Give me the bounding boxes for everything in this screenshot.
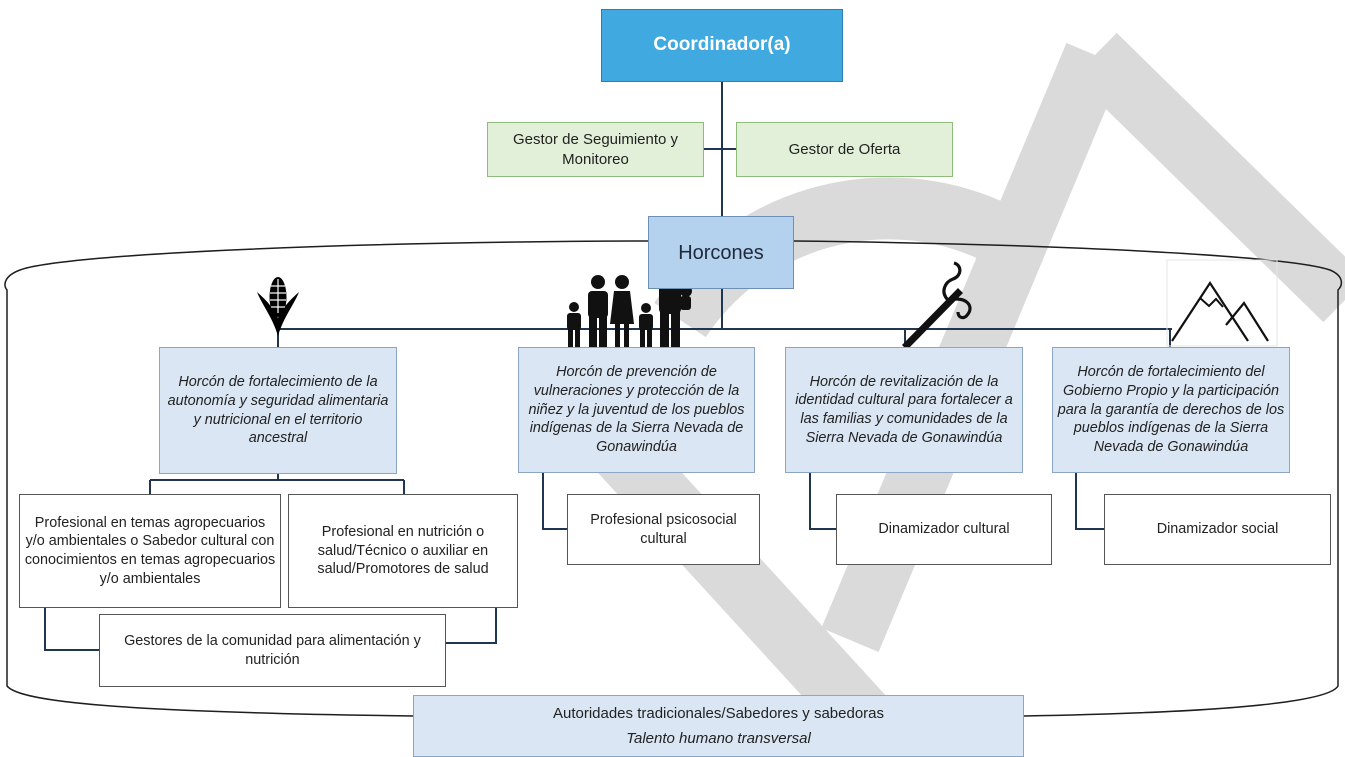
horcones-enclosure: [4, 240, 1343, 717]
role-label: Dinamizador cultural: [878, 521, 1010, 538]
horcones-box: Horcones: [648, 216, 794, 289]
transversal-title: Autoridades tradicionales/Sabedores y sa…: [552, 704, 885, 722]
role-label: Profesional psicosocial cultural: [590, 511, 737, 547]
role-dinamizador-cultural: Dinamizador cultural: [836, 494, 1052, 565]
role-label: Dinamizador social: [1156, 521, 1279, 538]
horcon-label: Horcón de fortalecimiento de la autonomí…: [167, 374, 389, 447]
horcon-gobierno-propio: Horcón de fortalecimiento del Gobierno P…: [1052, 347, 1290, 473]
horcones-label: Horcones: [678, 241, 764, 264]
coordinator-label: Coordinador(a): [653, 34, 791, 56]
transversal-box: Autoridades tradicionales/Sabedores y sa…: [413, 695, 1024, 757]
corn-icon: [257, 277, 299, 336]
horcon-label: Horcón de fortalecimiento del Gobierno P…: [1057, 364, 1285, 456]
needle-thread-icon: [902, 261, 972, 350]
gestor-oferta-label: Gestor de Oferta: [788, 140, 901, 158]
horcon-label: Horcón de revitalización de la identidad…: [795, 373, 1013, 446]
role-label: Profesional en temas agropecuarios y/o a…: [24, 514, 276, 587]
coordinator-box: Coordinador(a): [601, 9, 843, 82]
role-label: Gestores de la comunidad para alimentaci…: [124, 632, 421, 668]
transversal-subtitle: Talento humano transversal: [626, 730, 811, 747]
horcon-revitalizacion-identidad: Horcón de revitalización de la identidad…: [785, 347, 1023, 473]
gestor-seguimiento-label: Gestor de Seguimiento y Monitoreo: [512, 131, 679, 168]
gestor-oferta-box: Gestor de Oferta: [736, 122, 953, 177]
role-profesional-psicosocial: Profesional psicosocial cultural: [567, 494, 760, 565]
role-gestores-comunidad: Gestores de la comunidad para alimentaci…: [99, 614, 446, 687]
gestor-seguimiento-box: Gestor de Seguimiento y Monitoreo: [487, 122, 704, 177]
role-label: Profesional en nutrición o salud/Técnico…: [317, 523, 489, 578]
horcon-label: Horcón de prevención de vulneraciones y …: [528, 364, 745, 456]
role-profesional-agropecuario: Profesional en temas agropecuarios y/o a…: [19, 494, 281, 608]
horcon-seguridad-alimentaria: Horcón de fortalecimiento de la autonomí…: [159, 347, 397, 474]
mountain-icon: [1166, 259, 1278, 347]
role-dinamizador-social: Dinamizador social: [1104, 494, 1331, 565]
role-profesional-nutricion: Profesional en nutrición o salud/Técnico…: [288, 494, 518, 608]
horcon-prevencion-vulneraciones: Horcón de prevención de vulneraciones y …: [518, 347, 755, 473]
